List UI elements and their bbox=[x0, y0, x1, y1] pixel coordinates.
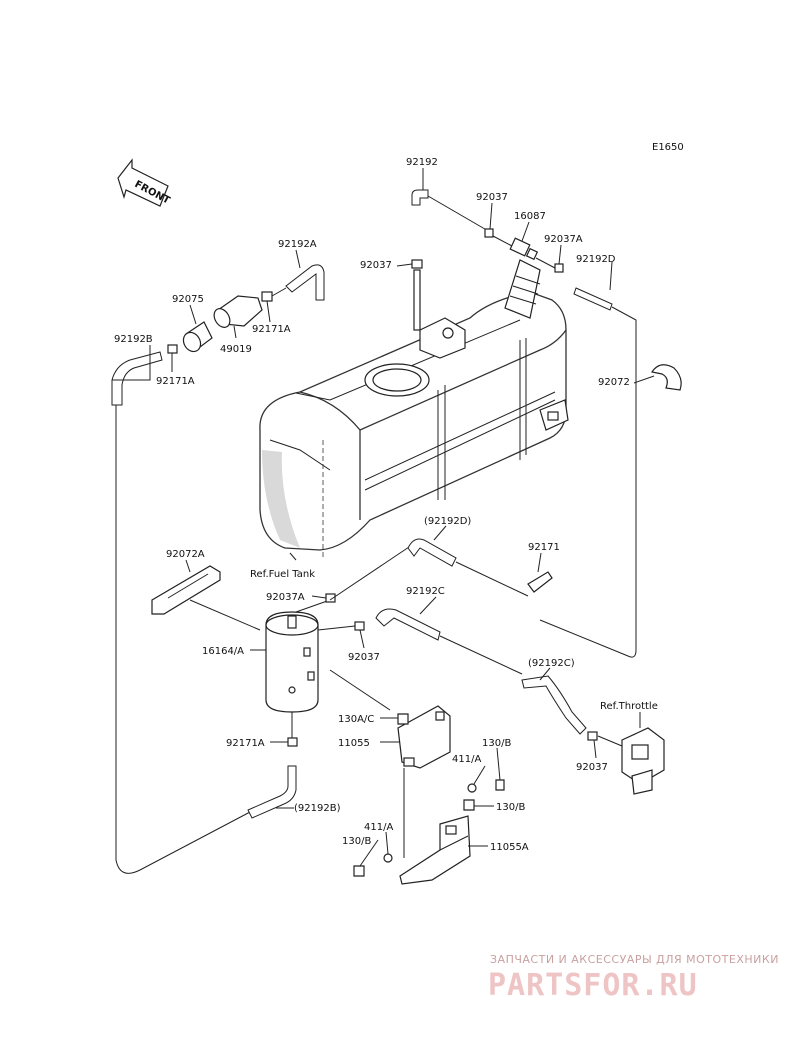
clamp-92171A-upper bbox=[261, 291, 273, 302]
clamp-92037-mid bbox=[354, 621, 365, 631]
clip-92171 bbox=[527, 571, 553, 593]
diagram-code: E1650 bbox=[652, 142, 684, 153]
label-49019: 49019 bbox=[220, 344, 252, 355]
hose-92192B-ref bbox=[247, 765, 297, 819]
label-ref-fuel-tank: Ref.Fuel Tank bbox=[250, 569, 315, 580]
cap-92075 bbox=[182, 321, 213, 353]
label-92037A-top: 92037A bbox=[544, 234, 583, 245]
label-11055A: 11055A bbox=[490, 842, 529, 853]
label-92072A: 92072A bbox=[166, 549, 205, 560]
label-130B-3: 130/B bbox=[342, 836, 371, 847]
label-92192C: 92192C bbox=[406, 586, 445, 597]
bracket-11055A bbox=[399, 815, 471, 885]
clamp-92037-right bbox=[587, 731, 598, 741]
washer-411A-2 bbox=[383, 853, 393, 863]
hose-92192D bbox=[573, 287, 613, 311]
label-92192B-ref: (92192B) bbox=[294, 803, 341, 814]
label-92037-left: 92037 bbox=[360, 260, 392, 271]
hose-92192C-ref bbox=[521, 675, 587, 735]
clamp-92037-left bbox=[411, 259, 423, 269]
clamp-92037-top bbox=[484, 228, 494, 238]
label-92192: 92192 bbox=[406, 157, 438, 168]
label-92171A-low: 92171A bbox=[226, 738, 265, 749]
fuel-tank bbox=[259, 259, 569, 560]
watermark-logo: PARTSFOR.RU bbox=[488, 968, 698, 1003]
bolt-130B-2 bbox=[463, 799, 475, 811]
label-130AC: 130A/C bbox=[338, 714, 374, 725]
washer-411A-1 bbox=[467, 783, 477, 793]
label-411A-1: 411/A bbox=[452, 754, 481, 765]
bracket-11055 bbox=[397, 705, 451, 769]
strap-92072A bbox=[151, 565, 221, 615]
label-92171A-left: 92171A bbox=[156, 376, 195, 387]
filter-49019 bbox=[213, 295, 263, 328]
hose-92192C bbox=[375, 608, 441, 641]
clamp-92037A-top bbox=[554, 263, 564, 273]
leader-lines bbox=[112, 168, 655, 867]
label-16087: 16087 bbox=[514, 211, 546, 222]
label-92037-top: 92037 bbox=[476, 192, 508, 203]
hose-92192B bbox=[111, 351, 163, 406]
label-92037A-mid: 92037A bbox=[266, 592, 305, 603]
hose-92192D-ref bbox=[407, 538, 457, 567]
bolt-130B-3 bbox=[353, 865, 365, 877]
label-11055: 11055 bbox=[338, 738, 370, 749]
label-411A-2: 411/A bbox=[364, 822, 393, 833]
label-92192D: 92192D bbox=[576, 254, 616, 265]
hose-92192A bbox=[285, 264, 325, 301]
clamp-92171A-low bbox=[287, 737, 298, 747]
label-92037-right: 92037 bbox=[576, 762, 608, 773]
label-92037-mid: 92037 bbox=[348, 652, 380, 663]
throttle-body bbox=[621, 727, 665, 795]
label-92171A-upper: 92171A bbox=[252, 324, 291, 335]
label-92192A: 92192A bbox=[278, 239, 317, 250]
canister-16164A bbox=[265, 611, 319, 713]
label-92192B: 92192B bbox=[114, 334, 153, 345]
hose-92192 bbox=[411, 189, 429, 206]
front-arrow-icon: FRONT bbox=[117, 158, 172, 207]
label-92075: 92075 bbox=[172, 294, 204, 305]
label-ref-throttle: Ref.Throttle bbox=[600, 701, 658, 712]
clamp-92171A-left bbox=[167, 344, 178, 354]
bolt-130B-1 bbox=[495, 779, 505, 791]
valve-16087 bbox=[509, 237, 539, 261]
label-92072: 92072 bbox=[598, 377, 630, 388]
watermark-subtitle: ЗАПЧАСТИ И АКСЕССУАРЫ ДЛЯ МОТОТЕХНИКИ bbox=[490, 953, 779, 966]
label-92171: 92171 bbox=[528, 542, 560, 553]
label-130B-2: 130/B bbox=[496, 802, 525, 813]
clamp-92072 bbox=[651, 364, 682, 391]
label-92192D-ref: (92192D) bbox=[424, 516, 471, 527]
label-92192C-ref: (92192C) bbox=[528, 658, 575, 669]
label-130B-1: 130/B bbox=[482, 738, 511, 749]
label-16164A: 16164/A bbox=[202, 646, 244, 657]
bolt-130AC bbox=[397, 713, 409, 725]
